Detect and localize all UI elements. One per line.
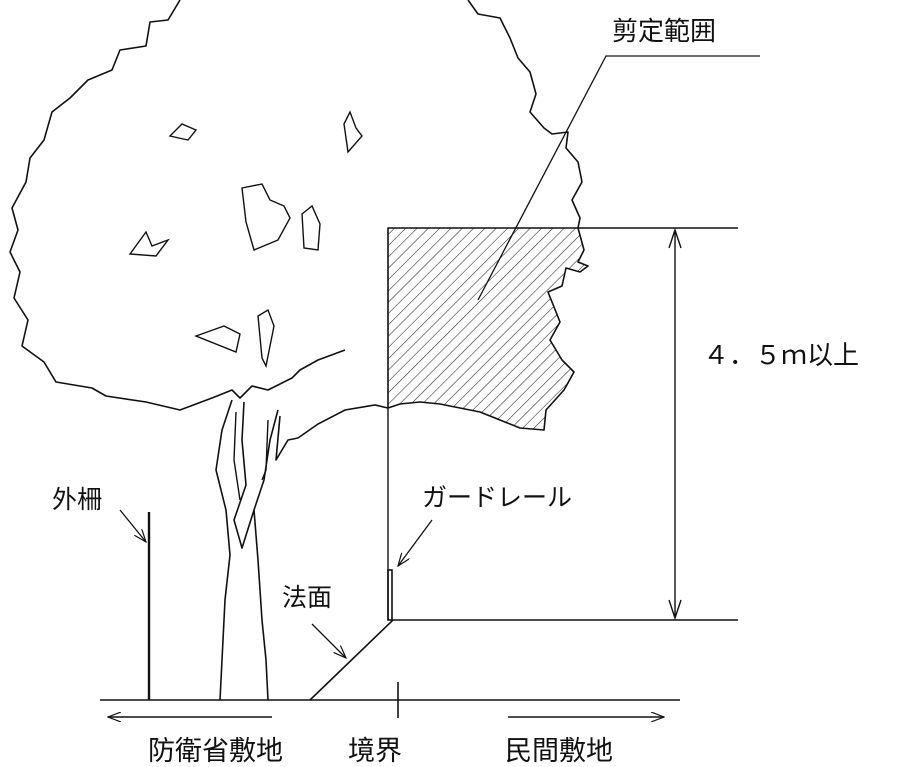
slope-label: 法面 <box>282 583 332 612</box>
leaf-hole <box>257 308 275 369</box>
boundary-label: 境界 <box>348 736 402 767</box>
tree-trunk <box>215 399 233 701</box>
pruning-area-hatch <box>387 227 589 431</box>
guardrail-leader <box>398 519 433 566</box>
private-land-label: 民間敷地 <box>505 736 613 767</box>
slope-leader <box>311 623 346 658</box>
pruning-area-label: 剪定範囲 <box>612 17 716 47</box>
outer-fence-label: 外柵 <box>52 485 102 514</box>
leaf-hole <box>343 110 363 154</box>
height-arrow-top <box>668 227 682 249</box>
tree-canopy-right <box>467 0 583 229</box>
defense-land-label: 防衛省敷地 <box>148 736 283 767</box>
pruning-area-leader <box>477 55 760 301</box>
canopy-lower-edge <box>297 404 389 439</box>
leaf-hole <box>168 123 198 141</box>
slope <box>309 619 738 701</box>
trunk-inner-line <box>233 411 269 501</box>
leaf-hole <box>241 183 291 251</box>
leaf-hole <box>194 325 241 353</box>
guardrail-label: ガードレール <box>422 483 572 512</box>
tree-trunk <box>233 401 299 701</box>
leaf-hole <box>301 204 321 251</box>
height-arrow-bottom <box>668 599 682 621</box>
outer-fence-leader <box>119 509 146 542</box>
leaf-hole <box>128 230 170 257</box>
height-label: ４．５ｍ以上 <box>703 341 859 371</box>
tree-canopy <box>9 0 346 411</box>
